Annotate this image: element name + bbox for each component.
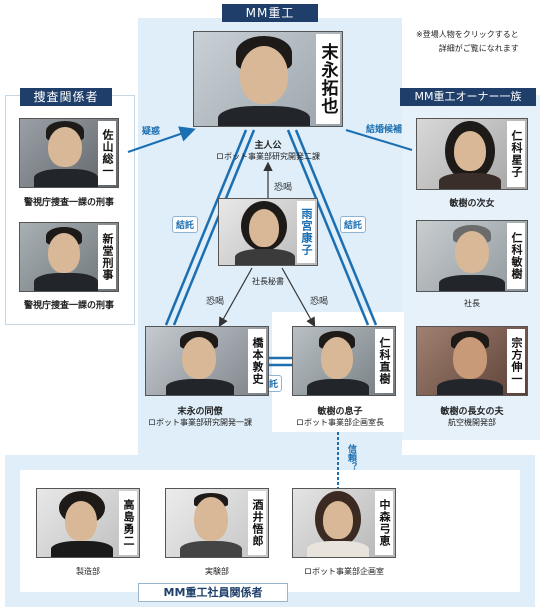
naoki-name: 仁科直樹 <box>375 329 393 393</box>
hoshiko-role: 敏樹の次女 <box>449 199 495 209</box>
nakamori-role: ロボット事業部企画室 <box>304 567 384 576</box>
nakamori-photo[interactable]: 中森弓恵 <box>292 488 396 558</box>
toshiki-role: 社長 <box>464 299 480 308</box>
sayama-name: 佐山総一 <box>98 121 116 185</box>
shindo-photo[interactable]: 新堂刑事 <box>19 222 119 292</box>
mm-label: MM重工 <box>222 4 318 22</box>
nakamori-name: 中森弓恵 <box>375 491 393 555</box>
suenaga-role1: 主人公 <box>254 141 282 151</box>
takashima-photo[interactable]: 高島勇二 <box>36 488 140 558</box>
edge-engaged <box>345 129 413 151</box>
label-conspiracy1: 結託 <box>172 216 199 233</box>
shindo-role: 警視庁捜査一課の刑事 <box>23 301 114 311</box>
label-trust: 信頼？ <box>346 444 356 471</box>
hoshiko-photo[interactable]: 仁科星子 <box>416 118 528 190</box>
sakai-role: 実験部 <box>205 567 229 576</box>
toshiki-name: 仁科敏樹 <box>507 223 525 289</box>
label-conspiracy2: 結託 <box>340 216 367 233</box>
takashima-name: 高島勇二 <box>119 491 137 555</box>
label-threat2: 恐喝 <box>206 297 225 307</box>
hashimoto-role2: ロボット事業部研究開発一課 <box>148 418 252 427</box>
takashima-role: 製造部 <box>76 567 100 576</box>
hoshiko-name: 仁科星子 <box>507 121 525 187</box>
edge-threat2 <box>218 267 253 328</box>
hashimoto-name: 橋本敦史 <box>248 329 266 393</box>
hashimoto-role1: 末永の同僚 <box>177 407 223 417</box>
label-doubt: 疑惑 <box>142 127 161 137</box>
toshiki-photo[interactable]: 仁科敏樹 <box>416 220 528 292</box>
naoki-role2: ロボット事業部企画室長 <box>296 418 384 427</box>
amamiya-name: 雨宮康子 <box>297 201 315 263</box>
click-note-line1: ※登場人物をクリックすると <box>416 30 519 39</box>
label-engaged: 結婚候補 <box>366 125 403 135</box>
hashimoto-photo[interactable]: 橋本敦史 <box>145 326 269 396</box>
edge-conspiracy2b <box>294 129 378 326</box>
suenaga-role2: ロボット事業部研究開発二課 <box>216 152 320 161</box>
shindo-name: 新堂刑事 <box>98 225 116 289</box>
edge-doubt <box>127 126 196 153</box>
click-note-line2: 詳細がご覧になれます <box>438 44 519 53</box>
owner-label: MM重工オーナー一族 <box>400 88 536 106</box>
naoki-role1: 敏樹の息子 <box>317 407 363 417</box>
naoki-photo[interactable]: 仁科直樹 <box>292 326 396 396</box>
sakai-photo[interactable]: 酒井悟郎 <box>165 488 269 558</box>
click-note: ※登場人物をクリックすると 詳細がご覧になれます <box>416 28 519 56</box>
label-threat3: 恐喝 <box>310 297 329 307</box>
police-label: 捜査関係者 <box>20 88 112 106</box>
edge-conspiracy1 <box>164 129 248 326</box>
munakata-role1: 敏樹の長女の夫 <box>440 407 504 417</box>
edge-conspiracy2 <box>286 129 370 326</box>
munakata-role2: 航空機開発部 <box>448 418 496 427</box>
suenaga-photo[interactable]: 末永拓也 <box>193 31 343 127</box>
edge-conspiracy1b <box>172 129 256 326</box>
munakata-photo[interactable]: 宗方伸一 <box>416 326 528 396</box>
sakai-name: 酒井悟郎 <box>248 491 266 555</box>
staff-label: MM重工社員関係者 <box>138 583 288 602</box>
sayama-photo[interactable]: 佐山総一 <box>19 118 119 188</box>
sayama-role: 警視庁捜査一課の刑事 <box>23 198 114 208</box>
munakata-name: 宗方伸一 <box>507 329 525 393</box>
amamiya-role: 社長秘書 <box>252 277 284 286</box>
suenaga-name: 末永拓也 <box>316 34 340 124</box>
amamiya-photo[interactable]: 雨宮康子 <box>218 198 318 266</box>
label-threat1: 恐喝 <box>274 183 293 193</box>
edge-threat3 <box>281 267 316 328</box>
